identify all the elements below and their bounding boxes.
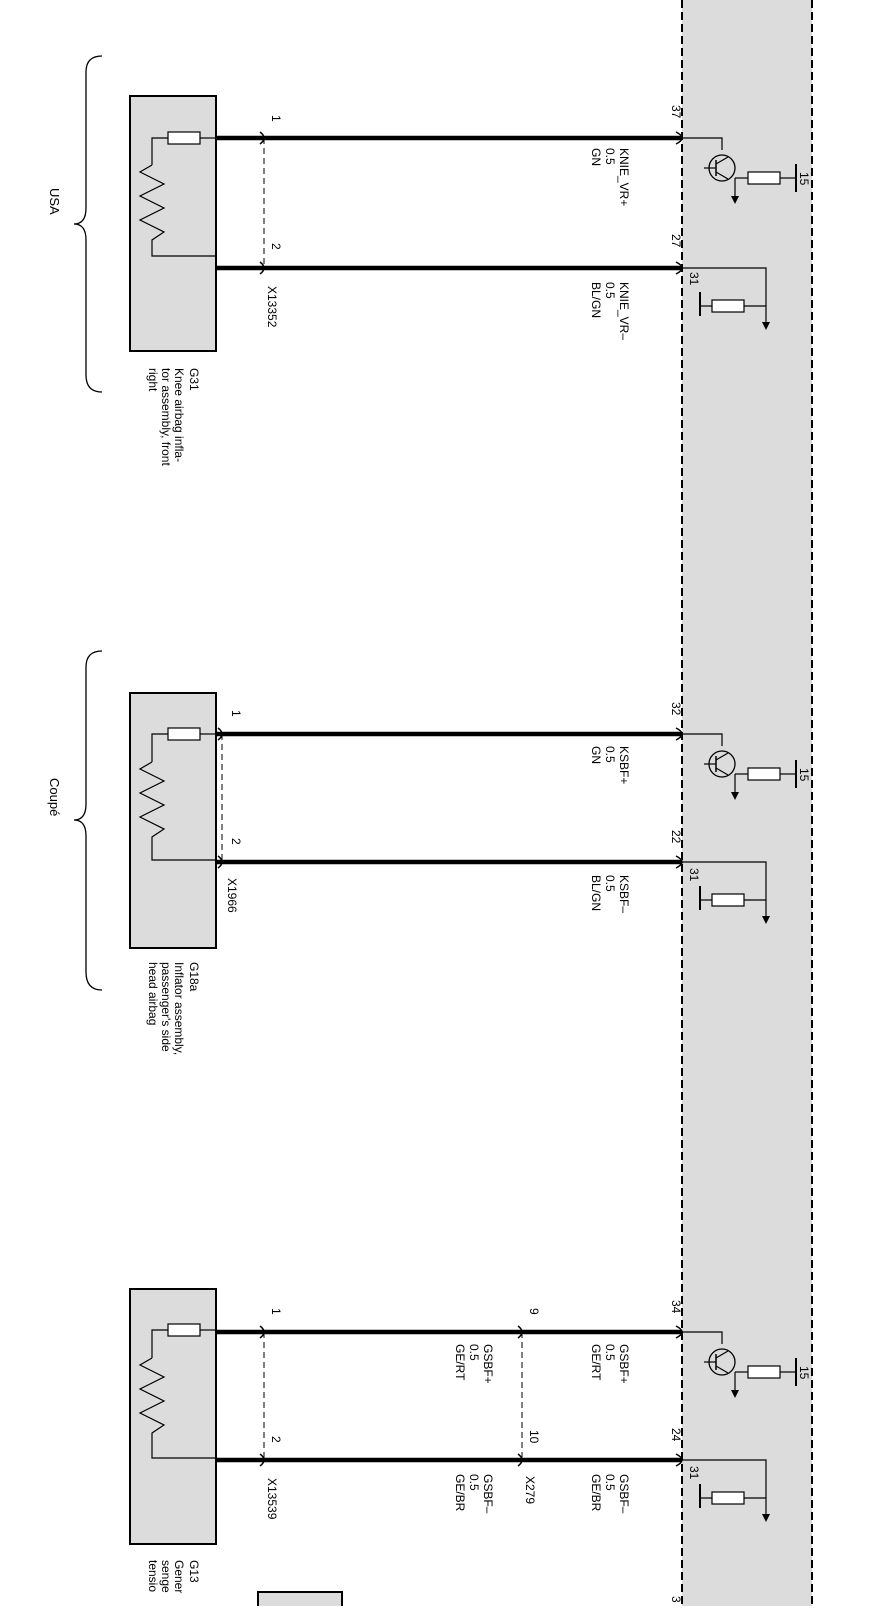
ground-label: 31: [687, 272, 701, 286]
component-desc-line: right: [146, 368, 160, 392]
connector-id: X13352: [265, 286, 279, 328]
wire-size: 0.5: [467, 1474, 481, 1491]
ground-resistor-icon: [682, 267, 770, 330]
wire-size: 0.5: [467, 1344, 481, 1361]
wire-size: 0.5: [603, 746, 617, 763]
heater-element-icon: [138, 761, 216, 861]
pin-label: 10: [527, 1430, 541, 1444]
wire-size: 0.5: [603, 148, 617, 165]
ground-resistor-icon: [682, 861, 770, 924]
control-unit-body: [682, 0, 812, 1611]
unit-pin: 37: [669, 105, 683, 119]
wire-color: BL/GN: [589, 282, 603, 318]
ground-resistor-icon: [682, 1459, 770, 1522]
supply-label: 15: [797, 172, 811, 186]
wire-color: GE/BR: [453, 1474, 467, 1512]
transistor-icon: [682, 1331, 797, 1398]
connector-id: X1966: [225, 878, 239, 913]
wire-size: 0.5: [603, 1474, 617, 1491]
resistor-symbol: [167, 131, 201, 145]
component-desc-line: tor assembly, front: [159, 368, 173, 466]
transistor-icon: [682, 137, 797, 204]
transistor-icon: [682, 733, 797, 800]
wire-color: GN: [589, 746, 603, 764]
wire-signal: GSBF–: [481, 1474, 495, 1514]
heater-element-icon: [138, 164, 216, 257]
unit-pin: 32: [669, 702, 683, 716]
unit-pin: 34: [669, 1300, 683, 1314]
component-id: G31: [187, 368, 201, 391]
wire-signal: GSBF+: [617, 1344, 631, 1384]
component-desc-line: Inflator assembly,: [172, 962, 186, 1055]
circuit-g13: 1 2 X13539 9 10 X279 G13 Gener senge ten…: [129, 1288, 811, 1593]
ground-label: 31: [687, 868, 701, 882]
component-id: G13: [187, 1560, 201, 1583]
unit-pin: 22: [669, 830, 683, 844]
wire-size: 0.5: [603, 282, 617, 299]
unit-pin: 24: [669, 1428, 683, 1442]
brace: [73, 650, 103, 991]
component-desc-line: Knee airbag infla-: [172, 368, 186, 462]
pin-label: 2: [229, 838, 243, 845]
brace: [73, 55, 103, 393]
resistor-symbol: [167, 1323, 201, 1337]
pin-label: 2: [269, 243, 283, 250]
circuit-coupe: Coupé 1 2 X1966 G18a Inflator assembly, …: [47, 650, 811, 1055]
pin-label: 1: [229, 710, 243, 717]
component-desc-line: head airbag: [146, 962, 160, 1025]
unit-pin: 27: [669, 234, 683, 248]
wire-signal: KSBF+: [617, 746, 631, 784]
wire-color: GN: [589, 148, 603, 166]
component-desc-line: tensio: [146, 1560, 160, 1592]
connector-id: X279: [523, 1476, 537, 1504]
wire-signal: KNIE_VR+: [617, 148, 631, 206]
wire-color: GE/BR: [589, 1474, 603, 1512]
wire-color: GE/RT: [453, 1344, 467, 1381]
wire-signal: KSBF–: [617, 875, 631, 913]
heater-element-icon: [138, 1357, 216, 1459]
supply-label: 15: [797, 768, 811, 782]
pin-label: 9: [527, 1308, 541, 1315]
component-desc-line: senge: [159, 1560, 173, 1593]
partial-component: [257, 1591, 343, 1611]
wire-signal: GSBF–: [617, 1474, 631, 1514]
pin-label: 1: [269, 1308, 283, 1315]
pin-label: 1: [269, 115, 283, 122]
component-desc-line: Gener: [172, 1560, 186, 1593]
group-label: Coupé: [47, 778, 62, 816]
ground-label: 31: [687, 1466, 701, 1480]
circuit-usa: USA 1 2 X13352 G31 Knee airbag infla- to…: [47, 55, 811, 466]
wire-color: GE/RT: [589, 1344, 603, 1381]
wire-signal: KNIE_VR–: [617, 282, 631, 340]
wire-signal: GSBF+: [481, 1344, 495, 1384]
resistor-symbol: [167, 727, 201, 741]
unit-pin: 3: [669, 1596, 683, 1603]
connector-id: X13539: [265, 1478, 279, 1520]
component-id: G18a: [187, 962, 201, 992]
pin-label: 2: [269, 1436, 283, 1443]
group-label: USA: [47, 188, 62, 215]
wire-color: BL/GN: [589, 875, 603, 911]
wire-size: 0.5: [603, 1344, 617, 1361]
supply-label: 15: [797, 1366, 811, 1380]
component-desc-line: passenger's side: [159, 962, 173, 1052]
wire-size: 0.5: [603, 875, 617, 892]
